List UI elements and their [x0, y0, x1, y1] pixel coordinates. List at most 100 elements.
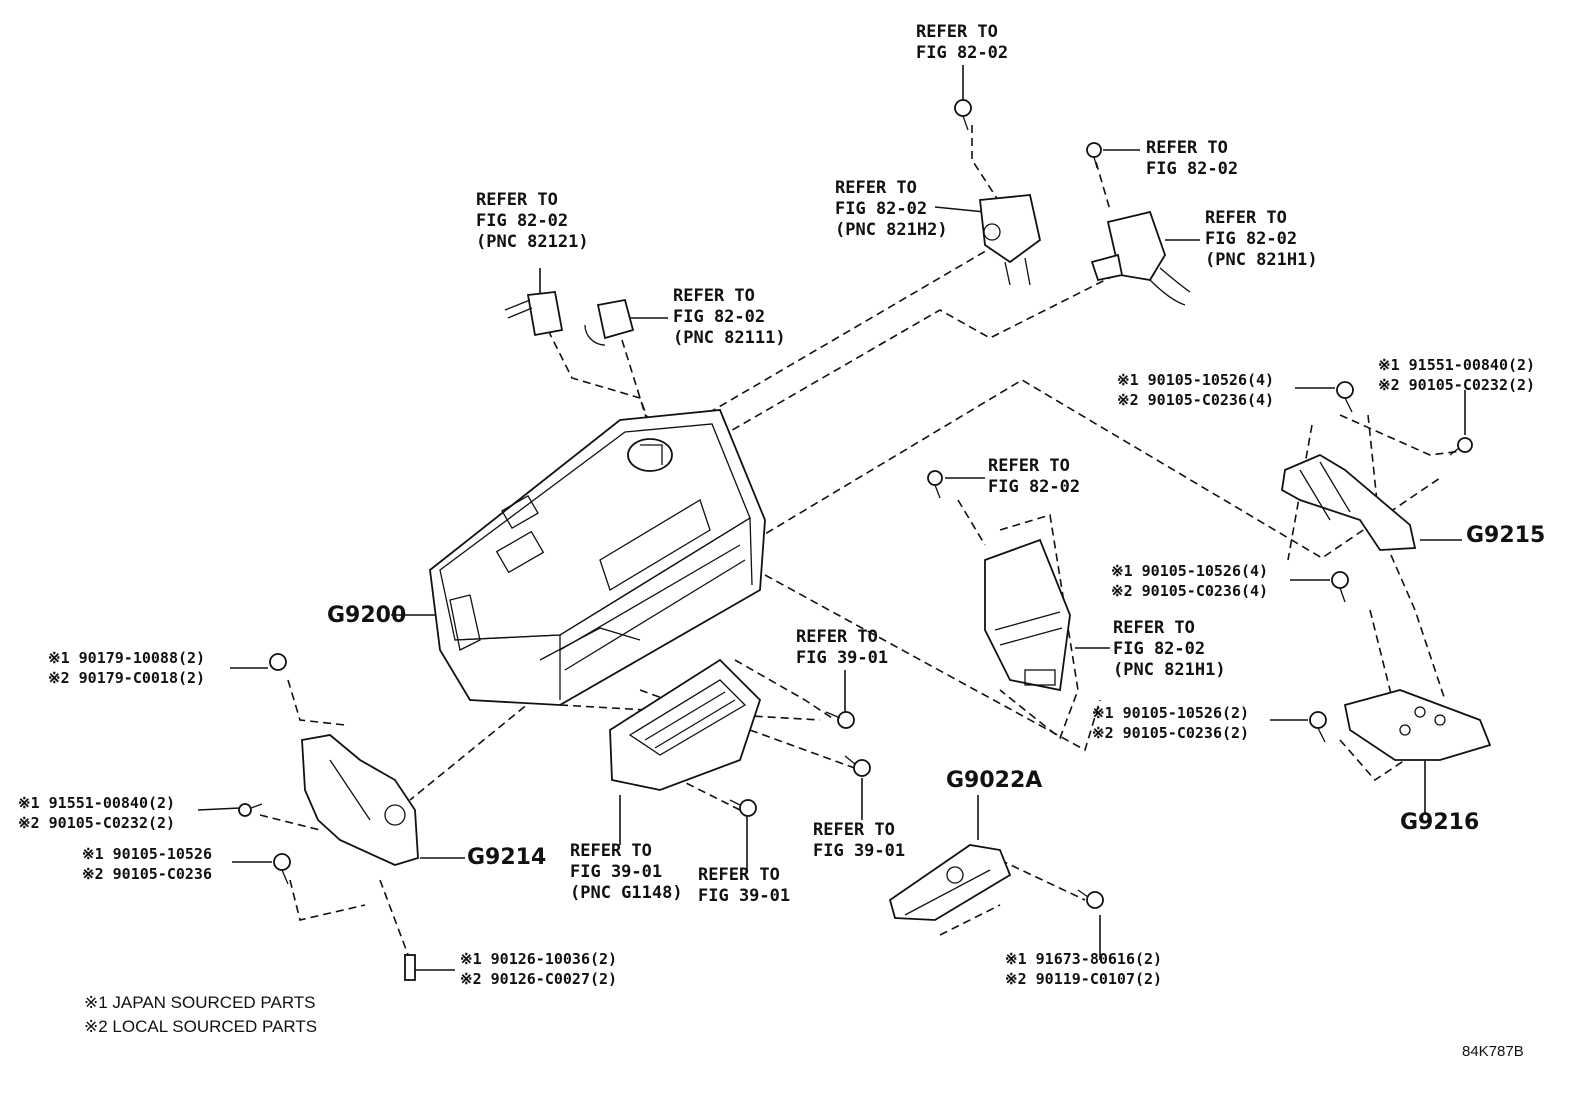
- callout-pnc-g1148: REFER TO FIG 39-01 (PNC G1148): [570, 841, 683, 903]
- callout-text: REFER TO: [1205, 208, 1287, 228]
- part-label-g9216: G9216: [1400, 810, 1479, 835]
- fastener-text: ※2 90179-C0018(2): [48, 669, 205, 687]
- callout-pnc-82121: REFER TO FIG 82-02 (PNC 82121): [476, 190, 589, 252]
- callout-text: FIG 82-02: [476, 211, 568, 231]
- fastener-text: ※2 90105-C0236(2): [1092, 724, 1249, 742]
- fastener-g9214-nut: ※1 90179-10088(2) ※2 90179-C0018(2): [48, 649, 205, 687]
- callout-text: REFER TO: [835, 178, 917, 198]
- callout-text: FIG 82-02: [673, 307, 765, 327]
- fastener-text: ※1 91673-80616(2): [1005, 950, 1162, 968]
- assembly-dashed-lines: [259, 125, 1471, 961]
- ecu-pnc-821h1: [984, 538, 1071, 692]
- fastener-text: ※1 90105-10526(4): [1111, 562, 1268, 580]
- inverter-assembly-g1148: [609, 658, 762, 791]
- callout-text: FIG 39-01: [813, 841, 905, 861]
- fastener-text: ※1 90126-10036(2): [460, 950, 617, 968]
- callout-text: FIG 82-02: [988, 477, 1080, 497]
- fastener-text: ※1 90105-10526(4): [1117, 371, 1274, 389]
- callout-pnc-821h1-top: REFER TO FIG 82-02 (PNC 821H1): [1205, 208, 1318, 270]
- fastener-g9214-bolt-b: ※1 90105-10526 ※2 90105-C0236: [82, 845, 212, 883]
- callout-text: (PNC 82121): [476, 232, 589, 252]
- bolt-icon: [729, 799, 757, 817]
- fastener-text: ※1 90105-10526(2): [1092, 704, 1249, 722]
- fastener-g9214-bolt-a: ※1 91551-00840(2) ※2 90105-C0232(2): [18, 794, 175, 832]
- callout-fig3901-c: REFER TO FIG 39-01: [698, 865, 790, 906]
- part-label-g9214: G9214: [467, 845, 546, 870]
- fastener-text: ※2 90105-C0236: [82, 865, 212, 883]
- callout-fig3901-b: REFER TO FIG 39-01: [813, 820, 905, 861]
- bolt-icon: [844, 755, 871, 777]
- fastener-text: ※2 90105-C0236(4): [1117, 391, 1274, 409]
- fastener-text: ※1 91551-00840(2): [18, 794, 175, 812]
- bolt-icon: [1077, 889, 1104, 909]
- fastener-g9214-stud: ※1 90126-10036(2) ※2 90126-C0027(2): [460, 950, 617, 988]
- sensor-pnc-821h1-top: [1090, 210, 1191, 306]
- callout-text: REFER TO: [1113, 618, 1195, 638]
- fastener-text: ※1 91551-00840(2): [1378, 356, 1535, 374]
- callout-text: FIG 82-02: [1146, 159, 1238, 179]
- callout-text: (PNC G1148): [570, 883, 683, 903]
- fastener-text: ※1 90179-10088(2): [48, 649, 205, 667]
- bolt-icon: [1336, 381, 1354, 413]
- callout-text: FIG 82-02: [1113, 639, 1205, 659]
- legend-item: ※1 JAPAN SOURCED PARTS: [84, 993, 316, 1012]
- fastener-text: ※2 90105-C0232(2): [1378, 376, 1535, 394]
- bolt-icon: [1449, 437, 1473, 456]
- fastener-g9216-mid: ※1 90105-10526(2) ※2 90105-C0236(2): [1092, 704, 1249, 742]
- callout-text: (PNC 821H2): [835, 220, 948, 240]
- bolt-icon: [273, 853, 291, 885]
- legend-item: ※2 LOCAL SOURCED PARTS: [84, 1017, 317, 1036]
- legend: ※1 JAPAN SOURCED PARTS ※2 LOCAL SOURCED …: [84, 993, 317, 1036]
- fastener-g9022a-screw: ※1 91673-80616(2) ※2 90119-C0107(2): [1005, 950, 1162, 988]
- callout-text: REFER TO: [570, 841, 652, 861]
- callout-pnc-821h1-mid: REFER TO FIG 82-02 (PNC 821H1): [1113, 618, 1226, 680]
- bolt-icon: [1086, 142, 1102, 169]
- callout-text: (PNC 821H1): [1205, 250, 1318, 270]
- callout-text: FIG 39-01: [570, 862, 662, 882]
- bracket-g9214: [301, 734, 419, 866]
- callout-mid-fig8202: REFER TO FIG 82-02: [988, 456, 1080, 497]
- fastener-g9215-left: ※1 90105-10526(4) ※2 90105-C0236(4): [1117, 371, 1274, 409]
- callout-text: REFER TO: [796, 627, 878, 647]
- fastener-text: ※2 90105-C0232(2): [18, 814, 175, 832]
- stud-icon: [404, 954, 416, 981]
- callout-pnc-821h2: REFER TO FIG 82-02 (PNC 821H2): [835, 178, 948, 240]
- callout-text: REFER TO: [988, 456, 1070, 476]
- fastener-text: ※2 90126-C0027(2): [460, 970, 617, 988]
- part-label-g9215: G9215: [1466, 523, 1545, 548]
- callout-text: (PNC 82111): [673, 328, 786, 348]
- fastener-g9216-top: ※1 90105-10526(4) ※2 90105-C0236(4): [1111, 562, 1268, 600]
- callout-text: REFER TO: [698, 865, 780, 885]
- sensor-pnc-82111: [584, 298, 635, 346]
- callout-text: REFER TO: [673, 286, 755, 306]
- bolt-icon: [269, 653, 287, 671]
- bracket-g9215: [1281, 453, 1417, 551]
- callout-text: REFER TO: [476, 190, 558, 210]
- fastener-text: ※2 90119-C0107(2): [1005, 970, 1162, 988]
- fastener-text: ※2 90105-C0236(4): [1111, 582, 1268, 600]
- callout-top-center: REFER TO FIG 82-02: [916, 22, 1008, 63]
- bolt-icon: [954, 99, 972, 131]
- bolt-icon: [825, 711, 855, 729]
- bolt-icon: [1309, 711, 1327, 743]
- fastener-g9215-right: ※1 91551-00840(2) ※2 90105-C0232(2): [1378, 356, 1535, 394]
- sensor-pnc-821h2: [979, 194, 1042, 286]
- cover-g9022a: [888, 844, 1012, 921]
- bolt-icon: [1331, 571, 1349, 603]
- callout-text: FIG 39-01: [698, 886, 790, 906]
- callout-text: FIG 82-02: [835, 199, 927, 219]
- bracket-g9216: [1343, 689, 1492, 761]
- callout-text: (PNC 821H1): [1113, 660, 1226, 680]
- callout-pnc-82111: REFER TO FIG 82-02 (PNC 82111): [673, 286, 786, 348]
- callout-text: REFER TO: [1146, 138, 1228, 158]
- part-label-g9200: G9200: [327, 603, 406, 628]
- callout-text: REFER TO: [916, 22, 998, 42]
- fastener-icons: [238, 99, 1473, 981]
- callout-fig3901-a: REFER TO FIG 39-01: [796, 627, 888, 668]
- sensor-pnc-82121: [504, 291, 564, 337]
- bolt-icon: [927, 470, 943, 499]
- callout-text: FIG 39-01: [796, 648, 888, 668]
- inverter-housing-g9200: [429, 409, 766, 706]
- callout-text: REFER TO: [813, 820, 895, 840]
